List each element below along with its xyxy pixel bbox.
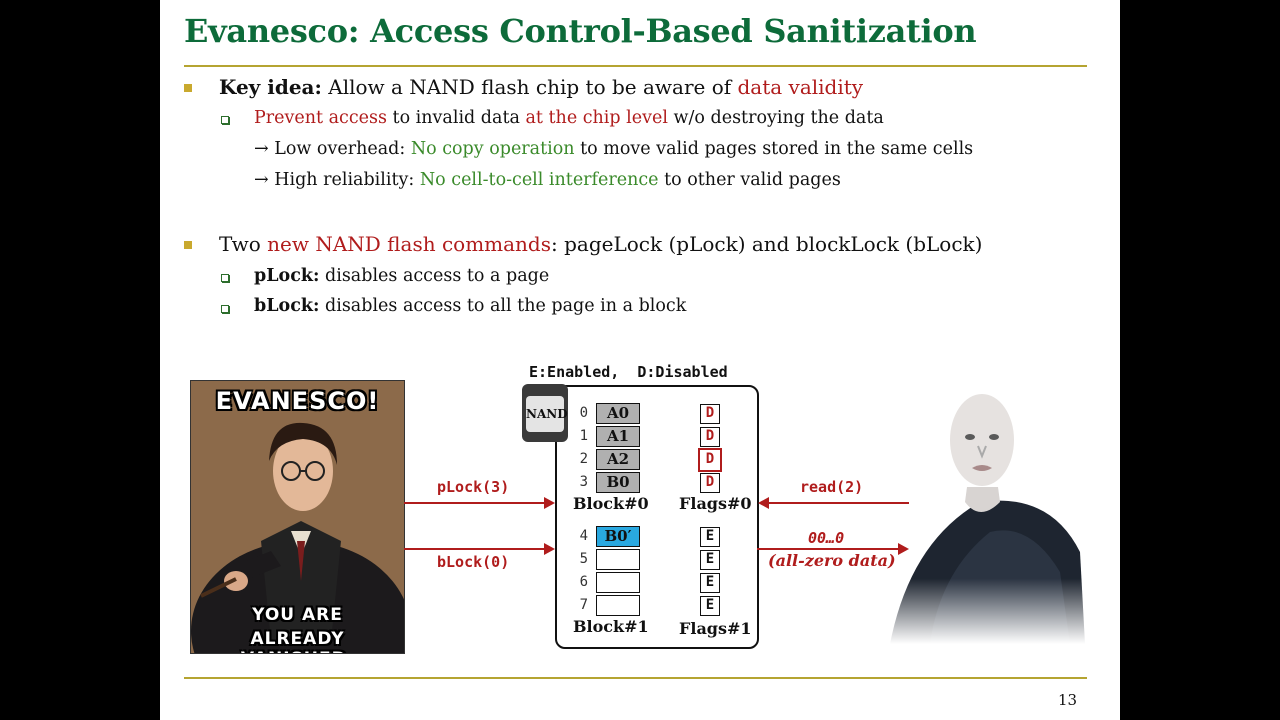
plock-arrow [404, 502, 544, 504]
sub-bullet-block: bLock: disables access to all the page i… [254, 296, 687, 316]
page-cell: A2 [596, 449, 640, 470]
page-index: 2 [579, 451, 588, 467]
sub-bullet-marker [221, 274, 229, 282]
flag-cell: E [700, 573, 720, 593]
page-index: 4 [579, 528, 588, 544]
page-cell: A0 [596, 403, 640, 424]
sub-item-high-reliability: → High reliability: No cell-to-cell inte… [254, 170, 841, 190]
arrow-head-icon [544, 543, 555, 555]
page-index: 3 [579, 474, 588, 490]
flag-cell: E [700, 527, 720, 547]
voldemort-image [870, 382, 1090, 644]
result-arrow [757, 548, 898, 550]
slide: Evanesco: Access Control-Based Sanitizat… [160, 0, 1120, 720]
nand-chip-icon: NAND [522, 384, 568, 442]
bullet-marker [184, 84, 192, 92]
page-index: 7 [579, 597, 588, 613]
page-cell [596, 549, 640, 570]
page-index: 0 [579, 405, 588, 421]
page-cell: B0 [596, 472, 640, 493]
arrow-head-icon [758, 497, 769, 509]
slide-title: Evanesco: Access Control-Based Sanitizat… [184, 12, 977, 50]
flag-cell: E [700, 550, 720, 570]
flag-cell: D [700, 404, 720, 424]
page-index: 5 [579, 551, 588, 567]
sub-bullet-marker [221, 116, 229, 124]
block-arrow [404, 548, 544, 550]
read-command: read(2) [800, 478, 864, 496]
page-number: 13 [1058, 691, 1078, 709]
sub-bullet-marker [221, 305, 229, 313]
block-command: bLock(0) [437, 553, 510, 571]
title-rule [184, 65, 1087, 67]
page-index: 1 [579, 428, 588, 444]
sub-bullet-prevent-access: Prevent access to invalid data at the ch… [254, 108, 884, 128]
flags1-label: Flags#1 [679, 619, 752, 638]
meme-bottom-text-1: YOU ARE [252, 605, 343, 625]
flag-cell-highlighted: D [698, 448, 722, 472]
result-description: (all-zero data) [768, 551, 896, 570]
meme-top-text: EVANESCO! [215, 387, 380, 415]
block0-label: Block#0 [573, 494, 649, 513]
sub-item-low-overhead: → Low overhead: No copy operation to mov… [254, 139, 974, 159]
flag-cell: D [700, 473, 720, 493]
footer-rule [184, 677, 1087, 679]
sub-bullet-plock: pLock: disables access to a page [254, 266, 550, 286]
flag-legend: E:Enabled, D:Disabled [529, 363, 728, 381]
evanesco-meme-image: EVANESCO! YOU ARE ALREADY VANISHED. [190, 380, 405, 654]
bullet-marker [184, 241, 192, 249]
nand-diagram-box [555, 385, 759, 649]
page-cell: A1 [596, 426, 640, 447]
page-cell: B0′ [596, 526, 640, 547]
result-data: 00…0 [808, 529, 845, 547]
flags0-label: Flags#0 [679, 494, 752, 513]
page-cell [596, 595, 640, 616]
read-arrow [769, 502, 909, 504]
arrow-head-icon [544, 497, 555, 509]
page-index: 6 [579, 574, 588, 590]
meme-bottom-text-2: ALREADY VANISHED. [241, 629, 353, 653]
flag-cell: E [700, 596, 720, 616]
flag-cell: D [700, 427, 720, 447]
nand-chip-label: NAND [526, 396, 568, 432]
arrow-icon: → [254, 170, 269, 190]
arrow-icon: → [254, 139, 269, 159]
block1-label: Block#1 [573, 617, 649, 636]
bullet-new-commands: Two new NAND flash commands: pageLock (p… [219, 232, 983, 256]
page-cell [596, 572, 640, 593]
bullet-key-idea: Key idea: Allow a NAND flash chip to be … [219, 75, 864, 99]
plock-command: pLock(3) [437, 478, 510, 496]
